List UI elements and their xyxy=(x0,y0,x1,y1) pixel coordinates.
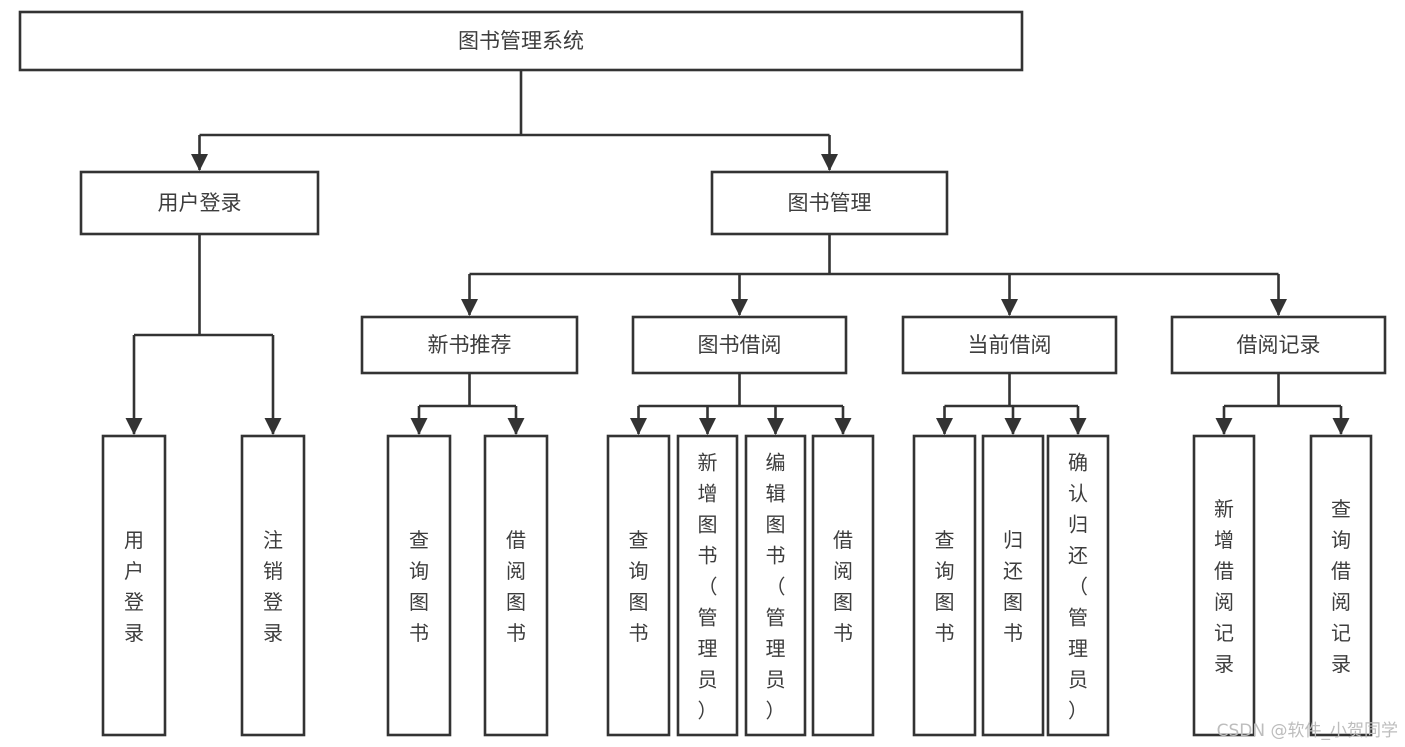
node-leaf-borrow-add-book-box[interactable] xyxy=(676,434,739,737)
node-leaf-cur-return-book-label: 归还图书 xyxy=(1003,528,1023,645)
conn-book-borrow-arrow-1 xyxy=(699,418,716,435)
node-new-book-rec-box[interactable] xyxy=(360,315,579,375)
node-leaf-rec-add-record-box[interactable] xyxy=(1192,434,1256,737)
node-leaf-rec-query-record-label: 查询借阅记录 xyxy=(1331,497,1351,676)
node-user-login[interactable]: 用户登录 xyxy=(79,170,320,236)
node-leaf-borrow-edit-book-box[interactable] xyxy=(744,434,807,737)
node-book-borrow[interactable]: 图书借阅 xyxy=(631,315,848,375)
conn-new-book-rec-arrow-0 xyxy=(410,418,428,435)
node-book-manage[interactable]: 图书管理 xyxy=(710,170,949,236)
conn-user-login-arrow-1 xyxy=(264,418,282,435)
node-leaf-rec-borrow-book-label: 借阅图书 xyxy=(506,528,526,645)
node-leaf-cur-query-book-box[interactable] xyxy=(912,434,977,737)
node-leaf-rec-query-record-box[interactable] xyxy=(1309,434,1373,737)
node-leaf-rec-query-book-box[interactable] xyxy=(386,434,452,737)
conn-book-manage-arrow-3 xyxy=(1270,299,1287,316)
conn-borrow-record-arrow-0 xyxy=(1215,418,1233,435)
node-leaf-borrow-query-book-label: 查询图书 xyxy=(629,528,649,645)
node-new-book-rec-label: 新书推荐 xyxy=(428,333,512,357)
node-borrow-record-label: 借阅记录 xyxy=(1237,333,1321,357)
node-leaf-borrow-add-book[interactable]: 新增图书（管理员） xyxy=(676,434,739,737)
node-borrow-record-box[interactable] xyxy=(1170,315,1387,375)
node-leaf-rec-query-record[interactable]: 查询借阅记录 xyxy=(1309,434,1373,737)
conn-new-book-rec-arrow-1 xyxy=(507,418,525,435)
node-leaf-cur-confirm-return[interactable]: 确认归还（管理员） xyxy=(1046,434,1110,737)
node-root-box[interactable] xyxy=(18,10,1024,72)
node-leaf-user-logout[interactable]: 注销登录 xyxy=(240,434,306,737)
node-leaf-rec-query-book-label: 查询图书 xyxy=(409,528,429,645)
node-user-login-label: 用户登录 xyxy=(158,191,242,215)
node-leaf-borrow-query-book-box[interactable] xyxy=(606,434,671,737)
conn-root-arrow-1 xyxy=(821,154,838,171)
conn-book-borrow-arrow-2 xyxy=(767,418,784,435)
node-leaf-borrow-query-book[interactable]: 查询图书 xyxy=(606,434,671,737)
node-leaf-rec-borrow-book-box[interactable] xyxy=(483,434,549,737)
node-new-book-rec[interactable]: 新书推荐 xyxy=(360,315,579,375)
node-leaf-cur-query-book[interactable]: 查询图书 xyxy=(912,434,977,737)
node-user-login-box[interactable] xyxy=(79,170,320,236)
conn-current-borrow-arrow-0 xyxy=(936,418,953,435)
node-leaf-user-login[interactable]: 用户登录 xyxy=(101,434,167,737)
node-leaf-borrow-borrow-book-box[interactable] xyxy=(811,434,875,737)
node-leaf-cur-query-book-label: 查询图书 xyxy=(935,528,955,645)
node-leaf-cur-confirm-return-label: 确认归还（管理员） xyxy=(1068,451,1088,723)
csdn-watermark: CSDN @软件_小贺同学 xyxy=(1217,721,1398,741)
node-current-borrow[interactable]: 当前借阅 xyxy=(901,315,1118,375)
node-book-borrow-label: 图书借阅 xyxy=(698,333,782,357)
conn-user-login-arrow-0 xyxy=(125,418,143,435)
node-leaf-borrow-borrow-book-label: 借阅图书 xyxy=(833,528,853,645)
conn-borrow-record-arrow-1 xyxy=(1332,418,1350,435)
conn-book-manage-arrow-1 xyxy=(731,299,748,316)
node-leaf-rec-query-book[interactable]: 查询图书 xyxy=(386,434,452,737)
node-leaf-borrow-edit-book-label: 编辑图书（管理员） xyxy=(766,451,786,723)
connector-layer xyxy=(125,70,1350,435)
conn-book-borrow-arrow-0 xyxy=(630,418,647,435)
node-leaf-cur-return-book[interactable]: 归还图书 xyxy=(981,434,1045,737)
node-leaf-user-login-box[interactable] xyxy=(101,434,167,737)
node-leaf-user-login-label: 用户登录 xyxy=(124,528,144,645)
node-leaf-cur-return-book-box[interactable] xyxy=(981,434,1045,737)
node-leaf-rec-add-record[interactable]: 新增借阅记录 xyxy=(1192,434,1256,737)
node-leaf-cur-confirm-return-box[interactable] xyxy=(1046,434,1110,737)
conn-current-borrow-arrow-1 xyxy=(1004,418,1022,435)
conn-book-manage-arrow-2 xyxy=(1001,299,1018,316)
conn-current-borrow-arrow-2 xyxy=(1069,418,1087,435)
node-layer: 图书管理系统用户登录图书管理新书推荐图书借阅当前借阅借阅记录用户登录注销登录查询… xyxy=(18,10,1387,737)
node-book-manage-label: 图书管理 xyxy=(788,191,872,215)
node-current-borrow-label: 当前借阅 xyxy=(968,333,1052,357)
node-current-borrow-box[interactable] xyxy=(901,315,1118,375)
node-leaf-rec-borrow-book[interactable]: 借阅图书 xyxy=(483,434,549,737)
node-leaf-borrow-borrow-book[interactable]: 借阅图书 xyxy=(811,434,875,737)
node-leaf-user-logout-box[interactable] xyxy=(240,434,306,737)
node-root-label: 图书管理系统 xyxy=(458,29,584,53)
node-root[interactable]: 图书管理系统 xyxy=(18,10,1024,72)
node-leaf-user-logout-label: 注销登录 xyxy=(263,528,283,645)
conn-book-borrow-arrow-3 xyxy=(834,418,852,435)
node-book-borrow-box[interactable] xyxy=(631,315,848,375)
node-leaf-borrow-edit-book[interactable]: 编辑图书（管理员） xyxy=(744,434,807,737)
node-leaf-borrow-add-book-label: 新增图书（管理员） xyxy=(698,451,718,723)
node-book-manage-box[interactable] xyxy=(710,170,949,236)
node-leaf-rec-add-record-label: 新增借阅记录 xyxy=(1214,497,1234,676)
conn-book-manage-arrow-0 xyxy=(461,299,478,316)
conn-root-arrow-0 xyxy=(191,154,208,171)
node-borrow-record[interactable]: 借阅记录 xyxy=(1170,315,1387,375)
